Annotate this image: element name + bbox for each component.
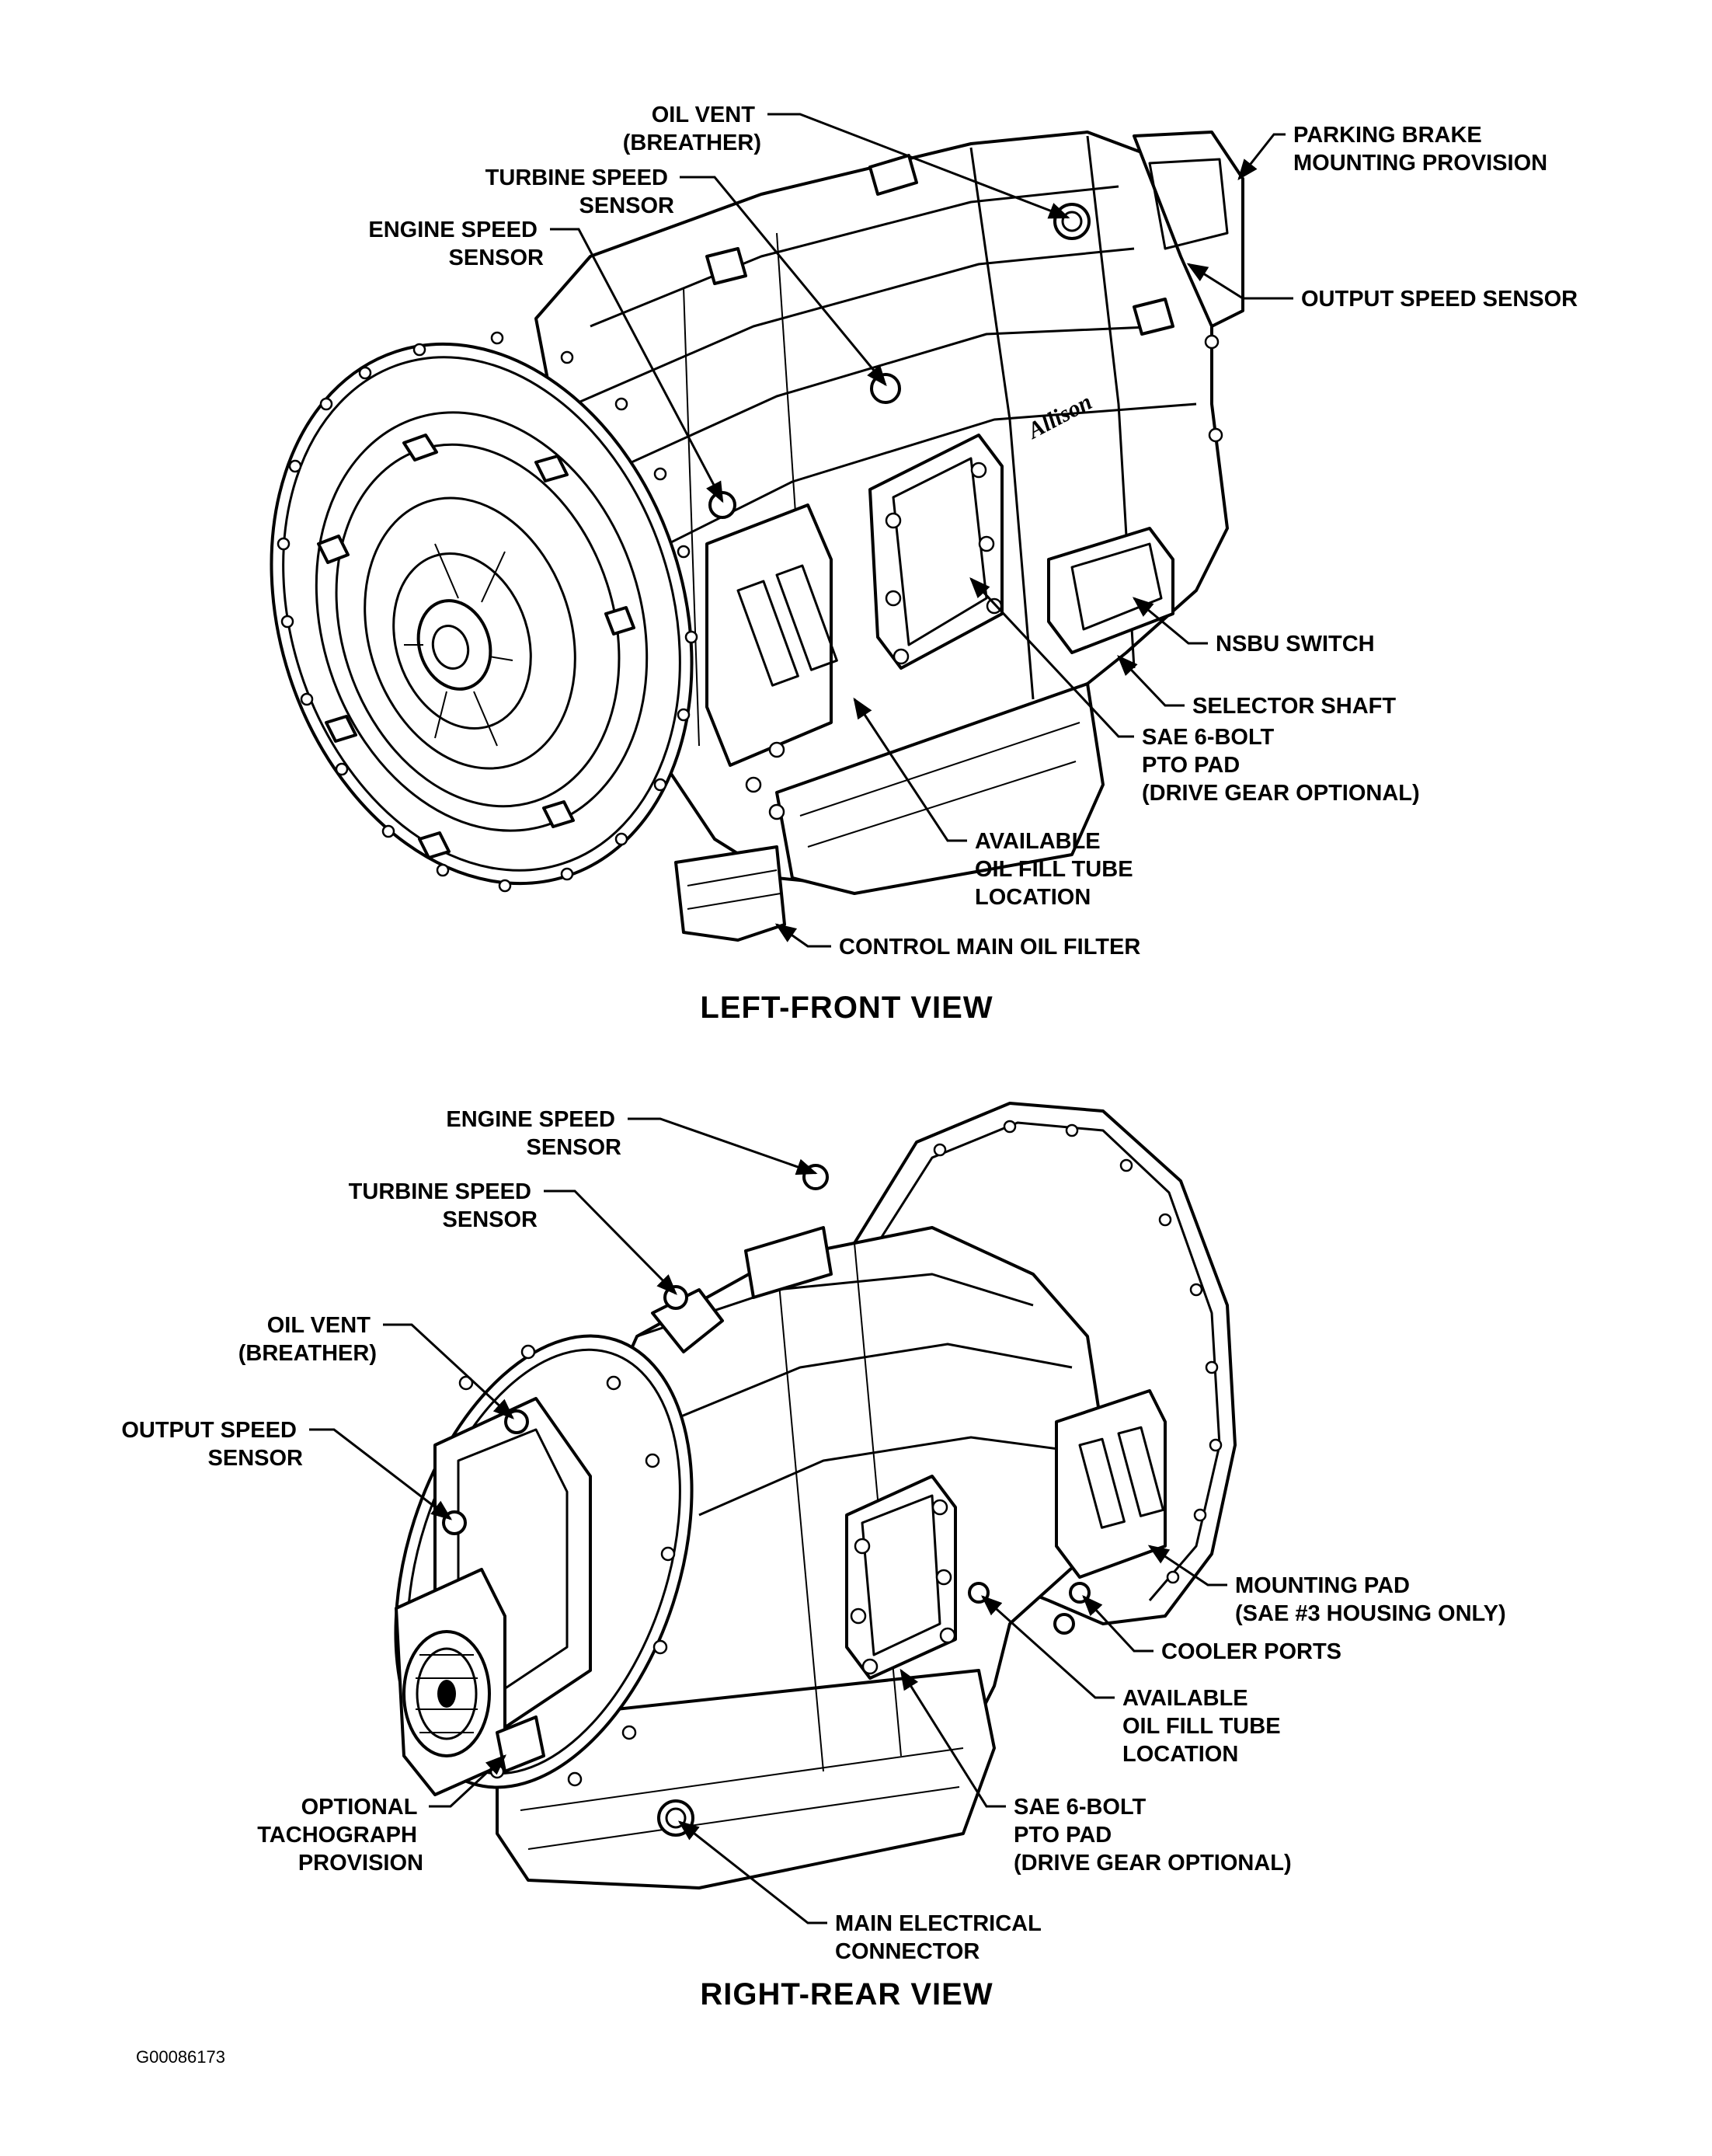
left-front-labels: OIL VENT (BREATHER) TURBINE SPEED SENSOR… (368, 103, 1578, 1025)
label-lf-control-main-oil-filter: CONTROL MAIN OIL FILTER (839, 935, 1140, 960)
label-lf-oil-vent: OIL VENT (BREATHER) (623, 103, 761, 155)
left-front-leaders (550, 113, 1293, 948)
label-rr-main-electrical-connector: MAIN ELECTRICAL CONNECTOR (835, 1911, 1047, 1964)
left-front-view-title: LEFT-FRONT VIEW (700, 991, 993, 1025)
rr-flange-bolts (933, 1120, 1223, 1584)
right-rear-leaders (309, 1117, 1227, 1924)
label-rr-mounting-pad: MOUNTING PAD (SAE #3 HOUSING ONLY) (1235, 1573, 1506, 1626)
flange-bolts (277, 331, 698, 893)
label-rr-oil-vent: OIL VENT (BREATHER) (238, 1313, 377, 1366)
label-lf-engine-speed-sensor: ENGINE SPEED SENSOR (368, 218, 544, 270)
label-rr-oil-fill-tube: AVAILABLE OIL FILL TUBE LOCATION (1122, 1686, 1287, 1767)
label-lf-oil-fill-tube: AVAILABLE OIL FILL TUBE LOCATION (975, 829, 1140, 910)
label-rr-cooler-ports: COOLER PORTS (1161, 1639, 1341, 1664)
right-rear-view-title: RIGHT-REAR VIEW (700, 1977, 993, 2011)
left-front-illustration: Allison (270, 131, 1244, 942)
label-lf-pto-pad: SAE 6-BOLT PTO PAD (DRIVE GEAR OPTIONAL) (1142, 725, 1420, 806)
label-rr-pto-pad: SAE 6-BOLT PTO PAD (DRIVE GEAR OPTIONAL) (1014, 1795, 1292, 1876)
label-lf-selector-shaft: SELECTOR SHAFT (1192, 694, 1396, 719)
label-rr-turbine-speed-sensor: TURBINE SPEED SENSOR (349, 1179, 538, 1232)
figure-id: G00086173 (136, 2047, 225, 2067)
label-rr-tachograph: OPTIONAL TACHOGRAPH PROVISION (257, 1795, 423, 1876)
label-rr-output-speed-sensor: OUTPUT SPEED SENSOR (121, 1418, 303, 1471)
label-rr-engine-speed-sensor: ENGINE SPEED SENSOR (446, 1107, 621, 1160)
label-lf-parking-brake: PARKING BRAKE MOUNTING PROVISION (1293, 123, 1547, 176)
right-rear-labels: ENGINE SPEED SENSOR TURBINE SPEED SENSOR… (121, 1107, 1505, 2011)
label-lf-turbine-speed-sensor: TURBINE SPEED SENSOR (485, 165, 674, 218)
converter-lugs (317, 434, 635, 859)
label-lf-output-speed-sensor: OUTPUT SPEED SENSOR (1301, 287, 1578, 312)
right-rear-illustration (394, 1102, 1237, 1890)
label-lf-nsbu-switch: NSBU SWITCH (1216, 632, 1375, 657)
